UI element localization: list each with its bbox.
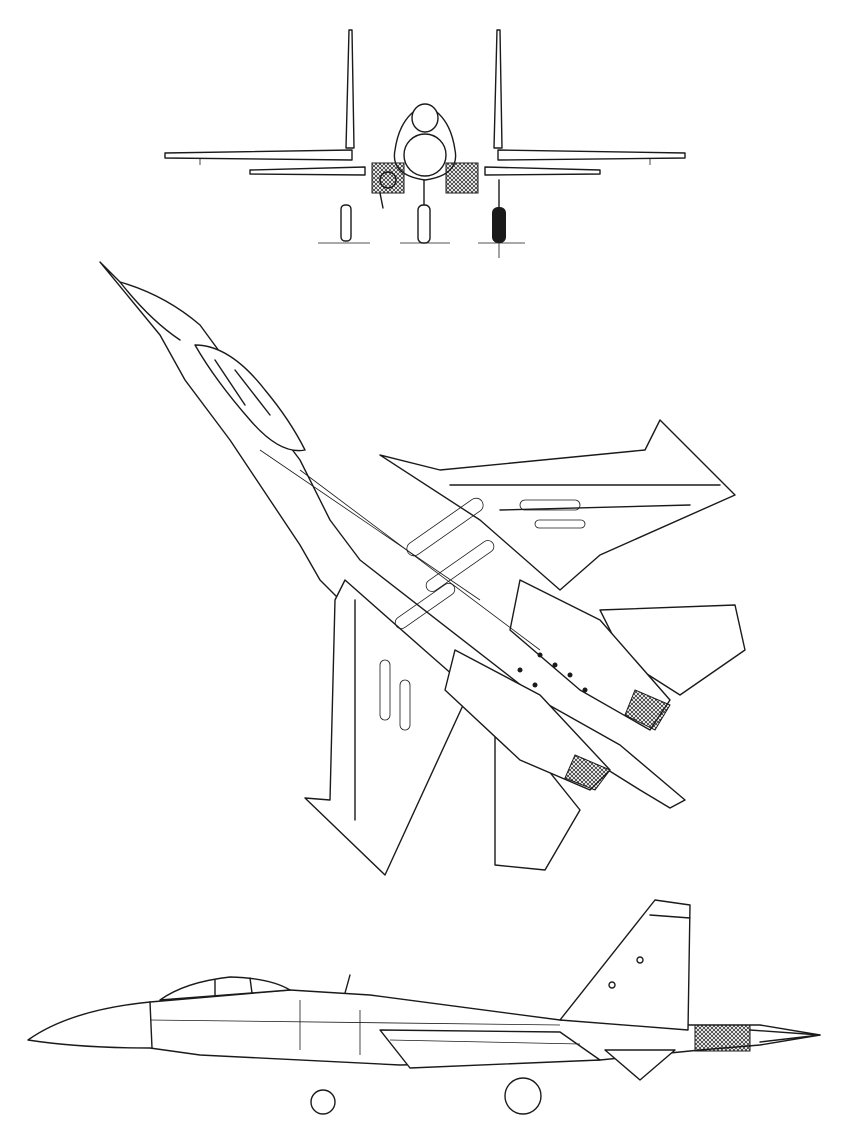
front-right-fin [493, 29, 503, 149]
top-right-wing [379, 419, 736, 591]
side-nozzle [694, 1024, 751, 1052]
front-left-stabilizer [249, 166, 366, 176]
top-left-wing [304, 579, 471, 876]
side-vertical-fin [559, 899, 691, 1031]
front-view [164, 29, 686, 258]
front-right-intake [445, 162, 479, 194]
front-left-main-gear [340, 204, 352, 242]
front-right-wing [497, 149, 686, 161]
side-nose-wheel [310, 1089, 336, 1115]
side-intake [379, 1029, 601, 1069]
front-radome [403, 133, 447, 177]
top-nose-cone [119, 281, 181, 341]
side-view [27, 899, 821, 1115]
front-right-main-gear [492, 207, 506, 243]
front-left-fin [345, 29, 355, 149]
top-right-engine [509, 579, 671, 731]
front-nose-gear [417, 204, 431, 244]
top-view [99, 261, 746, 876]
front-right-stabilizer [484, 166, 601, 176]
side-main-wheel [504, 1077, 542, 1115]
front-left-wing [164, 149, 353, 161]
side-radome [149, 1001, 153, 1049]
side-ventral-fin [604, 1049, 676, 1081]
top-left-nozzle [564, 754, 611, 791]
top-left-engine [444, 649, 611, 791]
side-canopy [159, 976, 291, 1001]
top-right-nozzle [624, 689, 671, 731]
front-canopy [411, 103, 439, 133]
